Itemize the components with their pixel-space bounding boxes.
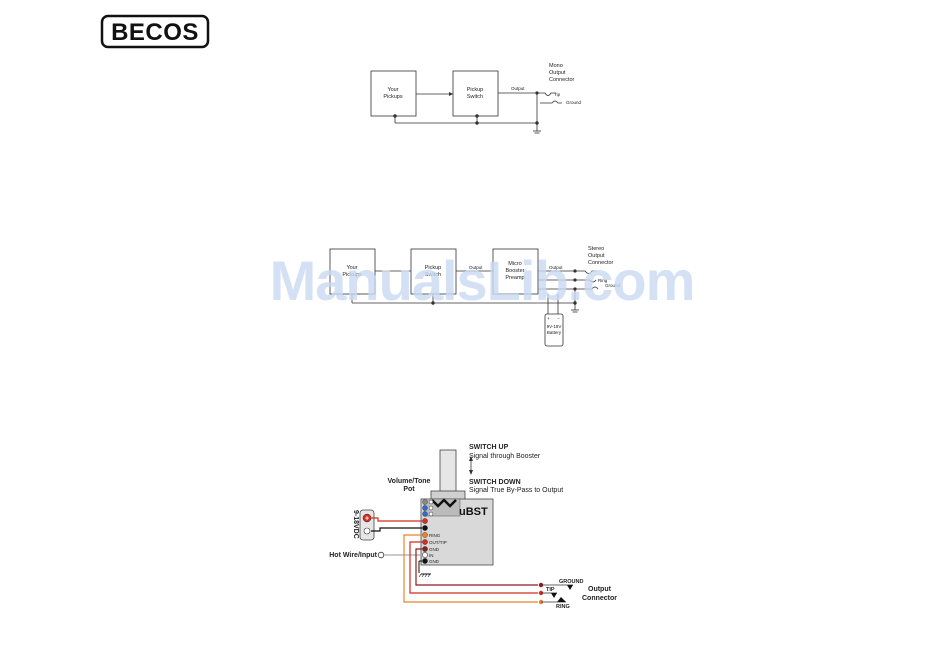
output2-label: Output	[549, 265, 563, 270]
module-name: uBST	[459, 506, 488, 518]
pickups-label-2: Pickups	[383, 94, 403, 100]
switch-label-2: Switch	[467, 94, 483, 100]
in-pin	[422, 552, 428, 558]
switch2-label-1: Pickup	[425, 265, 442, 271]
ground-text: GROUND	[559, 579, 583, 585]
pot-label-1: Volume/Tone	[388, 478, 431, 485]
output-connector-label-2: Connector	[582, 595, 617, 602]
tip-text: TIP	[546, 587, 555, 593]
pin-in: IN	[429, 553, 434, 558]
switch2-label-2: Switch	[425, 272, 441, 278]
power-minus	[363, 527, 371, 535]
connector-label-1: Mono	[549, 63, 563, 69]
booster-label-2: Booster	[506, 268, 525, 274]
battery-label-1: 9V-18V	[547, 324, 562, 329]
becos-logo: BECOS	[100, 14, 210, 49]
connector-label-2: Output	[549, 70, 566, 76]
diagram-ubst-labels: SWITCH UP Signal through Booster SWITCH …	[329, 444, 617, 610]
stereo-label-2: Output	[588, 253, 605, 259]
hot-wire-label: Hot Wire/Input	[329, 552, 377, 559]
tip-wire	[409, 541, 538, 594]
battery-plus: +	[547, 316, 550, 321]
stereo-label-1: Stereo	[588, 246, 604, 252]
ring-label: Ring	[598, 278, 608, 283]
pickups-box	[370, 70, 417, 117]
ring-pin	[422, 532, 428, 538]
connector-label-3: Connector	[549, 77, 575, 83]
battery-minus: −	[557, 316, 560, 321]
battery	[544, 313, 564, 347]
diagram-mono-labels: Your Pickups Pickup Switch Output Mono O…	[383, 63, 581, 105]
pin-tip: OUT/TIP	[429, 540, 447, 545]
pickup-switch-box-2	[410, 248, 457, 295]
ring-wire	[403, 534, 538, 603]
diagram-mono	[370, 70, 562, 134]
diagram-stereo-labels: Your Pickups Pickup Switch Output Micro …	[342, 246, 620, 335]
ground-wire	[415, 548, 538, 586]
logo-text: BECOS	[111, 19, 199, 46]
plus-sign: +	[365, 516, 369, 523]
pickups-box-2	[329, 248, 376, 295]
output-label: Output	[511, 86, 525, 91]
battery-label-2: Battery	[547, 330, 562, 335]
switch-up-desc: Signal through Booster	[469, 453, 541, 460]
watermark: ManualsLib.com	[270, 249, 695, 312]
switch-down-title: SWITCH DOWN	[469, 479, 521, 486]
pin-gnd2: GND	[429, 559, 440, 564]
pot-shaft	[439, 449, 457, 493]
gnd-pin	[422, 546, 428, 552]
diagram-stereo	[329, 248, 599, 347]
ring-text: RING	[556, 604, 570, 610]
power-label: 9-18VDC	[352, 510, 359, 539]
output-connector-label-1: Output	[588, 586, 612, 593]
booster-label-3: Preamp	[505, 275, 524, 281]
output1-label: Output	[469, 265, 483, 270]
pickups-label-1: Your	[387, 87, 398, 93]
ground-contact	[540, 100, 562, 104]
gnd2-pin	[422, 558, 428, 564]
switch-up-title: SWITCH UP	[469, 444, 509, 451]
switch-label-1: Pickup	[467, 87, 484, 93]
pickup-switch-box	[452, 70, 499, 117]
pickups2-label-1: Your	[346, 265, 357, 271]
stereo-label-3: Connector	[588, 260, 614, 266]
pickups2-label-2: Pickups	[342, 272, 362, 278]
tip-contact	[537, 92, 556, 96]
pin-ring: RING	[429, 533, 441, 538]
tip-label: Tip	[554, 92, 561, 97]
diagram-ubst: +	[359, 449, 573, 605]
booster-label-1: Micro	[508, 261, 521, 267]
tip-pin	[422, 539, 428, 545]
pin-gnd: GND	[429, 547, 440, 552]
switch-down-desc: Signal True By-Pass to Output	[469, 487, 563, 494]
micro-booster-box	[492, 248, 539, 295]
ground-label: Ground	[566, 100, 582, 105]
pot-label-2: Pot	[403, 486, 415, 493]
ground-label-2: Ground	[605, 283, 621, 288]
